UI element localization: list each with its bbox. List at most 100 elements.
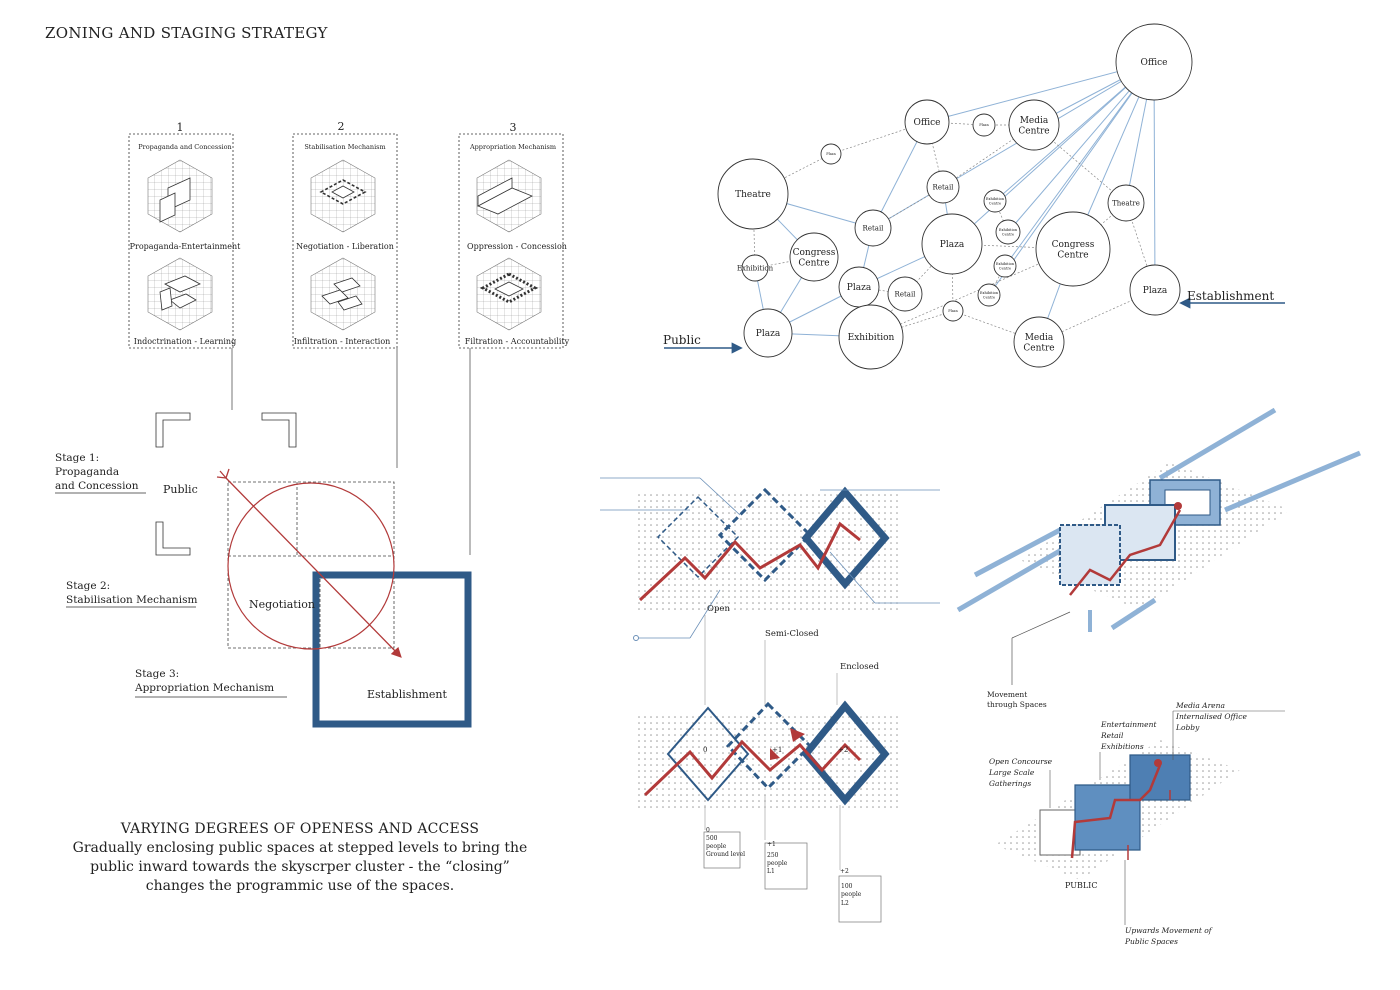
caption-block: VARYING DEGREES OF OPENESS AND ACCESS Gr… xyxy=(60,820,540,896)
network-node-office-big: Office xyxy=(1115,23,1193,101)
network-node-retail1: Retail xyxy=(926,170,960,204)
network-node-label: Plaza xyxy=(826,152,836,156)
network-node-label: Exhibition xyxy=(737,264,774,272)
network-node-label: Retail xyxy=(895,290,917,298)
hex-model-icon xyxy=(310,159,376,233)
network-node-label: Media xyxy=(1025,333,1054,343)
network-establishment-label: Establishment xyxy=(1187,289,1274,303)
axon-open-concourse-label: Open Concourse xyxy=(989,757,1053,766)
network-node-label: Centre xyxy=(989,201,1001,205)
svg-text:0: 0 xyxy=(706,827,710,834)
mechanism-top-label: Propaganda-Entertainment xyxy=(130,242,241,251)
mechanism-panel-1: 1 Propaganda and Concession Propaganda-E… xyxy=(128,121,241,349)
network-node-label: Exhibition xyxy=(848,333,895,343)
network-node-label: Centre xyxy=(999,266,1011,270)
plan-diagram-bottom: 0 +1 +2 xyxy=(637,700,902,870)
network-node-retail3: Retail xyxy=(887,276,923,312)
mechanism-panel-2: 2 Stabilisation Mechanism Negotiation - … xyxy=(292,120,398,349)
stage-3-label: Stage 3: xyxy=(135,668,179,680)
network-edge xyxy=(926,61,1155,123)
stage-1-label: Stage 1: xyxy=(55,452,99,464)
network-node-label: Centre xyxy=(983,295,995,299)
hex-model-icon xyxy=(147,257,213,331)
mechanism-number: 2 xyxy=(338,120,345,133)
hex-model-icon xyxy=(476,159,542,233)
plan-diagram-top: Open Semi-Closed Enclosed xyxy=(600,477,940,705)
axon-media-arena-label: Media Arena xyxy=(1175,701,1225,710)
axon-upwards-label: Public Spaces xyxy=(1124,937,1178,946)
network-edge xyxy=(752,153,832,195)
caption-heading: VARYING DEGREES OF OPENESS AND ACCESS xyxy=(120,821,480,837)
mechanism-header: Stabilisation Mechanism xyxy=(304,143,385,151)
axon-media-arena-label: Lobby xyxy=(1175,723,1200,732)
network-node-plaza-c: Plaza xyxy=(921,213,983,275)
network-node-label: Plaza xyxy=(1143,286,1168,296)
network-edge xyxy=(926,121,944,188)
network-node-plaza-s3: Plaza xyxy=(942,300,964,322)
network-node-plaza-r: Plaza xyxy=(1129,264,1181,316)
network-node-label: Theatre xyxy=(1112,199,1140,207)
svg-text:500: 500 xyxy=(706,835,718,842)
network-node-label: Plaza xyxy=(940,240,965,250)
level-box-0: 0 500 people Ground level xyxy=(703,827,745,869)
svg-text:people: people xyxy=(841,891,862,898)
svg-text:250: 250 xyxy=(767,852,779,859)
page-title: ZONING AND STAGING STRATEGY xyxy=(45,24,328,42)
network-node-label: Office xyxy=(913,118,940,128)
network-node-label: Centre xyxy=(1057,251,1088,261)
stage-1-title: Propaganda xyxy=(55,466,119,478)
network-node-label: Congress xyxy=(793,248,836,258)
axon-upwards-label: Upwards Movement of xyxy=(1125,926,1213,935)
network-node-label: Exhibition xyxy=(986,197,1005,201)
mechanism-bottom-label: Indoctrination - Learning xyxy=(134,337,236,346)
network-node-label: Centre xyxy=(1023,344,1054,354)
axon-entertainment-label: Exhibitions xyxy=(1100,742,1144,751)
network-node-label: Office xyxy=(1140,58,1167,68)
hex-model-icon xyxy=(147,159,213,233)
network-edge xyxy=(951,61,1155,245)
axon-public-label: PUBLIC xyxy=(1065,881,1097,890)
network-node-theatre1: Theatre xyxy=(717,158,789,230)
network-node-label: Congress xyxy=(1052,240,1095,250)
network-node-label: Plaza xyxy=(948,309,958,313)
network-edge xyxy=(988,61,1155,296)
level-marker: +1 xyxy=(772,746,782,754)
network-node-label: Plaza xyxy=(847,283,872,293)
mechanism-header: Propaganda and Concession xyxy=(138,143,231,151)
network-node-label: Plaza xyxy=(756,329,781,339)
level-marker: +2 xyxy=(838,746,848,754)
network-node-label: Centre xyxy=(798,259,829,269)
mechanism-bottom-label: Filtration - Accountability xyxy=(465,337,570,346)
network-node-label: Retail xyxy=(933,183,955,191)
svg-text:L1: L1 xyxy=(767,868,775,875)
svg-text:L2: L2 xyxy=(841,900,849,907)
network-node-label: Centre xyxy=(1018,127,1049,137)
mechanism-number: 1 xyxy=(177,121,184,134)
plan-semi-closed-label: Semi-Closed xyxy=(765,629,819,639)
svg-text:100: 100 xyxy=(841,883,853,890)
svg-text:people: people xyxy=(706,843,727,850)
plan-open-label: Open xyxy=(707,604,730,614)
axon-movement-label: through Spaces xyxy=(987,700,1047,709)
axon-movement-label: Movement xyxy=(987,690,1027,699)
network-node-plaza-s2: Plaza xyxy=(820,143,842,165)
mechanism-top-label: Oppression - Concession xyxy=(467,242,567,251)
stage-2-label: Stage 2: xyxy=(66,580,110,592)
network-node-label: Plaza xyxy=(979,123,989,127)
network-node-plaza-m: Plaza xyxy=(838,266,880,308)
level-marker: 0 xyxy=(703,746,707,754)
axon-open-concourse-label: Large Scale xyxy=(988,768,1035,777)
stage-1-subtitle: and Concession xyxy=(55,480,139,492)
mechanism-bottom-label: Infiltration - Interaction xyxy=(294,337,391,346)
network-node-label: Theatre xyxy=(735,190,771,200)
axon-diagram-bottom: Media Arena Internalised Office Lobby En… xyxy=(988,701,1285,946)
mechanism-header: Appropriation Mechanism xyxy=(469,143,556,151)
